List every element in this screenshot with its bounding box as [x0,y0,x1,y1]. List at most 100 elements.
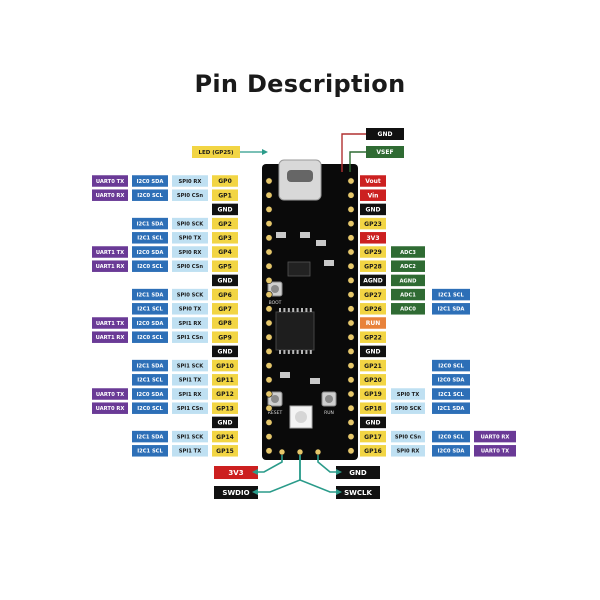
arrow-icon [252,469,258,475]
i2c-label-bg [132,430,168,443]
spi-label-text: SPI0 RX [179,250,202,256]
right-pin-hole [347,418,355,426]
uart-label: UART0 RX [474,430,516,443]
chip-pin [283,308,286,312]
uart-label: UART0 TX [92,388,128,400]
spi-label-bg [172,374,208,386]
i2c-label-bg [132,175,168,187]
pin-gp2-left-bg [212,217,238,230]
uart-label-text: UART0 TX [96,179,124,185]
pin-gp14-left: GP14 [212,430,238,443]
i2c-label: I2C0 SCL [132,189,168,201]
spi-label-bg [172,232,208,244]
left-pin-hole [265,191,273,199]
i2c-label-text: I2C0 SCL [137,335,163,341]
bottom-gnd-label: GND [336,466,380,479]
reset-label: RESET [268,410,283,416]
gnd-lead-line [317,455,336,473]
adc-label-text: AGND [400,278,418,284]
i2c-label: I2C0 SDA [132,175,168,187]
pin-run-right-bg [360,317,386,329]
left-pin-hole [265,376,273,384]
spi-label-text: SPI1 TX [179,449,201,455]
i2c-label: I2C0 SCL [132,331,168,343]
i2c-label: I2C0 SCL [432,430,470,443]
left-pin-hole [265,234,273,242]
uart-label: UART0 TX [92,175,128,187]
spi-label: SPI0 CSn [391,430,425,443]
pin-gp18-right-text: GP18 [364,405,382,412]
spi-label-bg [172,430,208,443]
right-pin-hole [347,220,355,228]
spi-label: SPI1 CSn [172,402,208,414]
chip-pin [301,308,303,312]
left-pin-hole [265,433,273,441]
pin-vout-right-text: Vout [365,178,381,185]
pin-gp8-left-text: GP8 [218,320,232,327]
bottom-swdio-label: SWDIO [214,486,258,499]
bottom-gnd-label-text: GND [349,469,367,477]
pin-gp12-left: GP12 [212,388,238,400]
spi-label: SPI1 RX [172,388,208,400]
pin-gp29-right-bg [360,246,386,258]
left-pin-hole [265,447,273,455]
pin-gp26-right-bg [360,303,386,315]
pin-gp16-right-text: GP16 [364,448,382,455]
adc-label-text: ADC2 [400,264,416,270]
spi-label: SPI0 CSn [172,260,208,272]
pin-gp4-left-bg [212,246,238,258]
pin-gnd-left: GND [212,203,238,216]
pin-gp6-left-text: GP6 [218,292,232,299]
i2c-label: I2C1 SCL [432,388,470,400]
right-pin-hole [347,262,355,270]
spi-label-text: SPI1 CSn [177,406,204,412]
uart-label-text: UART0 RX [96,193,125,199]
arrow-icon [336,489,342,495]
spi-label-text: SPI1 TX [179,378,201,384]
led-gp25-label-text: LED (GP25) [199,150,234,156]
spi-label-bg [172,246,208,258]
i2c-label: I2C1 SDA [432,402,470,414]
pin-gp22-right-text: GP22 [364,334,382,341]
right-pin-hole [347,376,355,384]
spi-label-bg [172,402,208,414]
vsef-lead-line [349,151,366,172]
pin-gp13-left: GP13 [212,402,238,414]
swd-pad [296,448,304,456]
smd-component [280,372,290,378]
pin-gp18-right-bg [360,402,386,414]
pin-gp7-left-text: GP7 [218,306,232,313]
adc-label-text: ADC0 [400,307,416,313]
i2c-label-text: I2C0 SDA [438,449,465,455]
spi-label: SPI0 RX [172,246,208,258]
pin-gnd-left-text: GND [218,278,233,285]
right-pin-hole [347,305,355,313]
spi-label: SPI1 SCK [172,359,208,372]
spi-label: SPI0 SCK [391,402,425,414]
i2c-label-bg [432,303,470,315]
adc-label: ADC3 [391,246,425,258]
usb-c-port [287,170,313,182]
swd-pad [314,448,322,456]
spi-label-bg [172,175,208,187]
i2c-label: I2C1 SDA [132,288,168,301]
pin-gnd-right-bg [360,416,386,429]
left-pin-hole [265,291,273,299]
bottom-swdio-label-bg [214,486,258,499]
pin-gp15-left: GP15 [212,445,238,457]
top-gnd-label-bg [366,128,404,140]
left-pin-hole [265,248,273,256]
pin-gp3-left-text: GP3 [218,235,232,242]
top-vsef-label-text: VSEF [376,149,393,156]
i2c-label: I2C0 SDA [132,246,168,258]
pin-gnd-right: GND [360,203,386,216]
i2c-label-text: I2C1 SDA [137,434,164,440]
top-gnd-label: GND [366,128,404,140]
spi-label: SPI1 SCK [172,430,208,443]
pin-gp12-left-bg [212,388,238,400]
pin-gp11-left-bg [212,374,238,386]
pin-gp16-right: GP16 [360,445,386,457]
spi-label-text: SPI0 TX [179,236,201,242]
left-pin-hole [265,177,273,185]
left-pin-hole [265,362,273,370]
